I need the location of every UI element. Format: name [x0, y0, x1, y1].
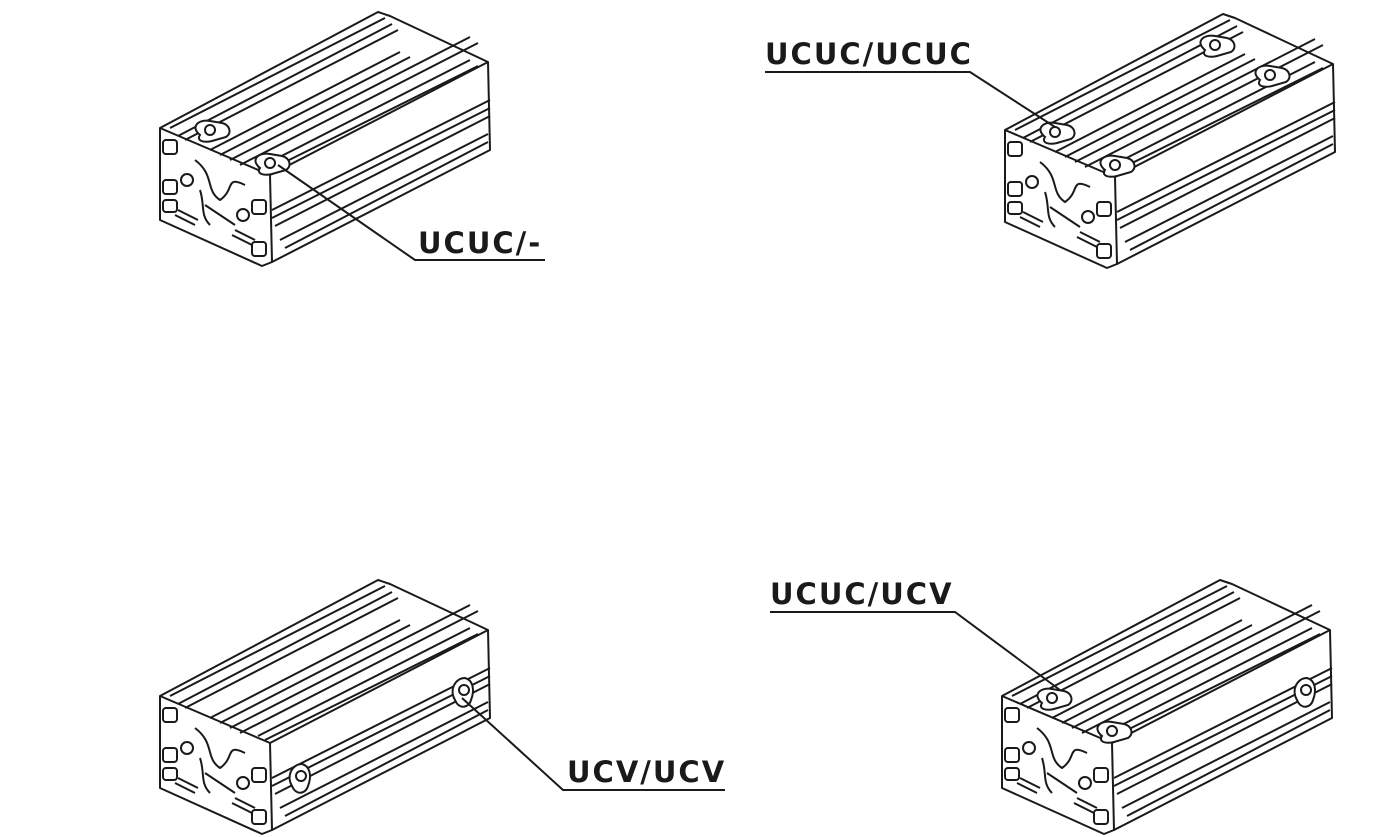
leader-line: [765, 71, 1056, 128]
profile-ucuc-none: [159, 11, 545, 267]
profile-ucuc-ucuc: [765, 13, 1336, 269]
leader-line: [461, 697, 725, 791]
variant-label: UCV/UCV: [567, 755, 727, 789]
variant-label: UCUC/-: [418, 226, 543, 260]
variant-label: UCUC/UCUC: [765, 37, 973, 71]
leader-line: [277, 164, 545, 261]
variant-label: UCUC/UCV: [770, 577, 954, 611]
profile-ucuc-ucv: [770, 579, 1333, 835]
profile-ucv-ucv: [159, 579, 725, 835]
leader-line: [770, 611, 1061, 691]
